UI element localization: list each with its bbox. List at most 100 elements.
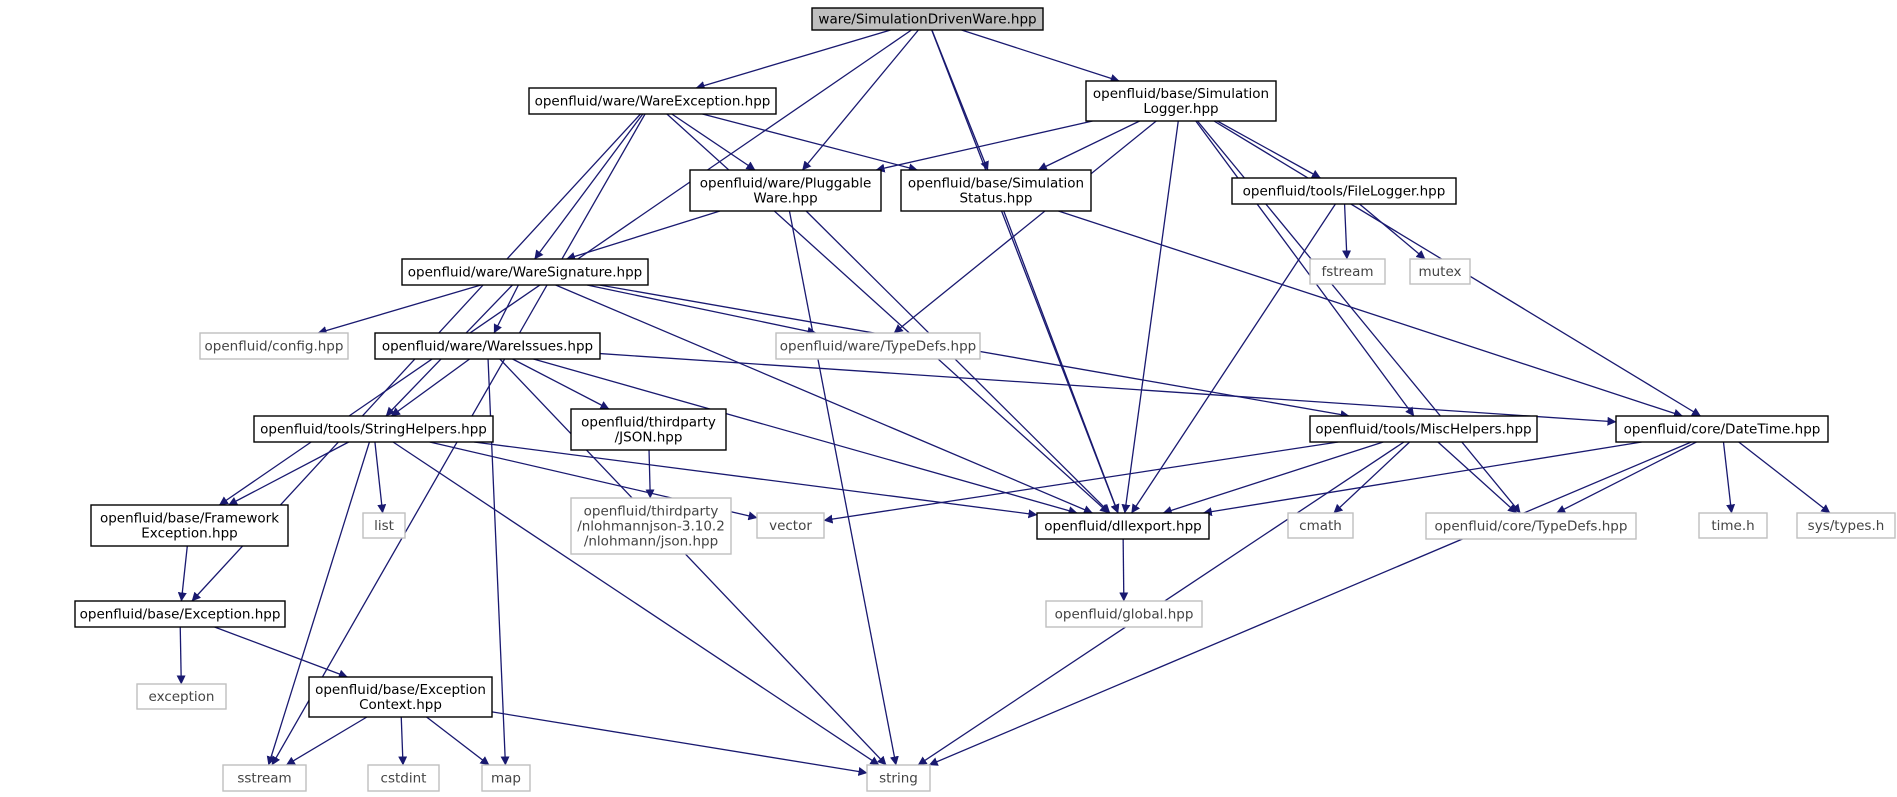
- node-systypes: sys/types.h: [1796, 512, 1896, 539]
- edge-mischelpers-to-dllexport: [1162, 441, 1384, 515]
- node-coretypedefs: openfluid/core/TypeDefs.hpp: [1425, 512, 1637, 540]
- node-json[interactable]: openfluid/thirdparty/JSON.hpp: [570, 408, 727, 451]
- node-label-pluggable-line-0: openfluid/ware/Pluggable: [700, 176, 872, 192]
- edge-pluggable-to-string: [788, 210, 899, 766]
- node-box-nlohmann: [570, 497, 732, 555]
- edge-simlogger-to-pluggable: [875, 120, 1093, 173]
- edge-simlogger-to-coretypedefs: [1196, 120, 1521, 514]
- node-label-cstdint-line-0: cstdint: [381, 771, 427, 787]
- node-box-exception: [74, 600, 286, 628]
- node-map: map: [481, 764, 531, 792]
- node-strhelpers[interactable]: openfluid/tools/StringHelpers.hpp: [253, 415, 494, 443]
- edge-strhelpers-to-fwexception: [228, 441, 350, 506]
- node-box-global: [1045, 600, 1203, 628]
- node-label-exccontext-line-0: openfluid/base/Exception: [315, 682, 486, 698]
- edge-exccontext-to-cstdint: [398, 716, 408, 766]
- node-label-vector-line-0: vector: [769, 518, 812, 534]
- node-sstream: sstream: [222, 764, 307, 792]
- node-label-global-line-0: openfluid/global.hpp: [1055, 607, 1194, 623]
- node-label-coretypedefs-line-0: openfluid/core/TypeDefs.hpp: [1435, 519, 1628, 535]
- node-label-systypes-line-0: sys/types.h: [1808, 518, 1885, 534]
- node-label-timeh-line-0: time.h: [1711, 518, 1754, 534]
- edge-wareissues-to-dllexport: [533, 358, 1078, 515]
- edge-datetime-to-systypes: [1738, 441, 1831, 514]
- node-filelogger[interactable]: openfluid/tools/FileLogger.hpp: [1231, 177, 1457, 205]
- edge-datetime-to-string: [928, 441, 1692, 766]
- node-label-fwexception-line-1: Exception.hpp: [141, 526, 237, 542]
- edge-pluggable-to-dllexport: [805, 210, 1111, 514]
- node-label-pluggable-line-1: Ware.hpp: [753, 191, 817, 207]
- node-box-cstdint: [367, 764, 440, 792]
- node-label-root-line-0: ware/SimulationDrivenWare.hpp: [818, 12, 1036, 28]
- edge-wareissues-to-json: [512, 358, 610, 410]
- edge-simlogger-to-waretypedefs: [893, 120, 1157, 334]
- node-label-exccontext-line-1: Context.hpp: [359, 697, 442, 713]
- edge-pluggable-to-waresig: [566, 210, 721, 261]
- edge-wareissues-to-map: [487, 358, 510, 766]
- node-datetime[interactable]: openfluid/core/DateTime.hpp: [1615, 415, 1829, 443]
- node-box-exccontext: [308, 676, 493, 718]
- edge-wareexception-to-waresig: [534, 113, 644, 260]
- edge-datetime-to-timeh: [1722, 441, 1736, 514]
- node-label-fstream-line-0: fstream: [1321, 264, 1373, 280]
- edge-exccontext-to-map: [426, 716, 490, 766]
- edge-datetime-to-dllexport: [1202, 441, 1642, 517]
- edge-dllexport-to-global: [1119, 538, 1129, 602]
- node-box-string: [866, 764, 931, 792]
- node-exceptionstd: exception: [136, 683, 227, 710]
- edge-exception-to-exceptionstd: [176, 626, 186, 685]
- node-label-config-line-0: openfluid/config.hpp: [205, 339, 344, 355]
- edge-filelogger-to-fstream: [1342, 203, 1352, 260]
- node-label-simstatus-line-0: openfluid/base/Simulation: [908, 176, 1084, 192]
- node-box-filelogger: [1231, 177, 1457, 205]
- node-box-map: [481, 764, 531, 792]
- edges-layer: [176, 29, 1831, 776]
- node-box-systypes: [1796, 512, 1896, 539]
- node-vector: vector: [756, 512, 825, 539]
- edge-strhelpers-to-list: [374, 441, 387, 514]
- edge-root-to-pluggable: [801, 29, 919, 171]
- node-label-waresig-line-0: openfluid/ware/WareSignature.hpp: [408, 265, 642, 281]
- node-box-simstatus: [900, 169, 1092, 212]
- node-label-wareissues-line-0: openfluid/ware/WareIssues.hpp: [382, 339, 593, 355]
- node-box-vector: [756, 512, 825, 539]
- edge-wareissues-to-datetime: [599, 352, 1617, 426]
- node-box-pluggable: [689, 169, 882, 212]
- node-box-config: [199, 332, 349, 360]
- node-box-strhelpers: [253, 415, 494, 443]
- node-mischelpers[interactable]: openfluid/tools/MiscHelpers.hpp: [1309, 415, 1538, 443]
- edge-wareissues-to-string: [499, 358, 887, 766]
- node-wareissues[interactable]: openfluid/ware/WareIssues.hpp: [374, 332, 601, 360]
- node-label-fwexception-line-0: openfluid/base/Framework: [100, 511, 279, 527]
- node-label-waretypedefs-line-0: openfluid/ware/TypeDefs.hpp: [780, 339, 977, 355]
- edge-simstatus-to-datetime: [1058, 210, 1683, 418]
- node-waresig[interactable]: openfluid/ware/WareSignature.hpp: [401, 258, 649, 286]
- edge-fwexception-to-exception: [177, 545, 188, 602]
- node-box-mischelpers: [1309, 415, 1538, 443]
- edge-mischelpers-to-vector: [823, 441, 1339, 524]
- node-label-string-line-0: string: [879, 771, 918, 787]
- edge-wareissues-to-strhelpers: [390, 358, 471, 417]
- node-box-fwexception: [90, 504, 289, 547]
- node-wareexception[interactable]: openfluid/ware/WareException.hpp: [528, 87, 777, 115]
- edge-waresig-to-wareissues: [493, 284, 519, 334]
- node-exception[interactable]: openfluid/base/Exception.hpp: [74, 600, 286, 628]
- node-label-mutex-line-0: mutex: [1418, 264, 1461, 280]
- node-fstream: fstream: [1309, 258, 1386, 285]
- edge-exception-to-exccontext: [214, 626, 348, 679]
- node-dllexport[interactable]: openfluid/dllexport.hpp: [1036, 512, 1210, 540]
- node-mutex: mutex: [1409, 258, 1471, 285]
- edge-strhelpers-to-dllexport: [473, 441, 1038, 519]
- edge-mischelpers-to-coretypedefs: [1437, 441, 1518, 514]
- node-list: list: [362, 512, 406, 539]
- node-label-simstatus-line-1: Status.hpp: [959, 191, 1032, 207]
- node-root[interactable]: ware/SimulationDrivenWare.hpp: [811, 7, 1044, 31]
- node-nlohmann: openfluid/thirdparty/nlohmannjson-3.10.2…: [570, 497, 732, 555]
